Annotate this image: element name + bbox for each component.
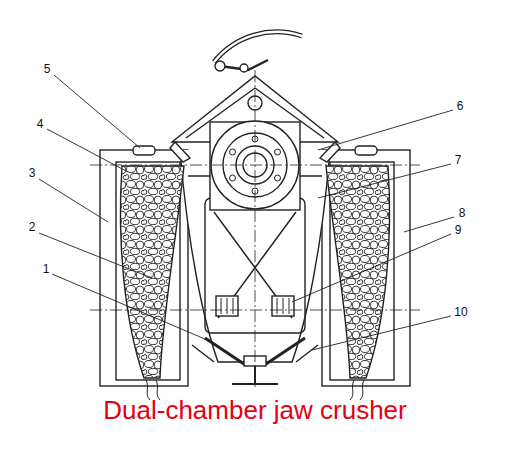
callout-number: 7 — [455, 154, 462, 166]
callout-number: 6 — [457, 100, 464, 112]
callout-number: 1 — [43, 263, 50, 275]
callout-number: 3 — [29, 167, 36, 179]
callout-number: 8 — [459, 207, 466, 219]
callout-number: 10 — [454, 306, 467, 318]
callout-number: 4 — [37, 118, 44, 130]
callout-number: 9 — [455, 224, 462, 236]
callout-number: 5 — [44, 63, 51, 75]
caption: Dual-chamber jaw crusher — [0, 396, 510, 425]
callout-number: 2 — [29, 221, 36, 233]
